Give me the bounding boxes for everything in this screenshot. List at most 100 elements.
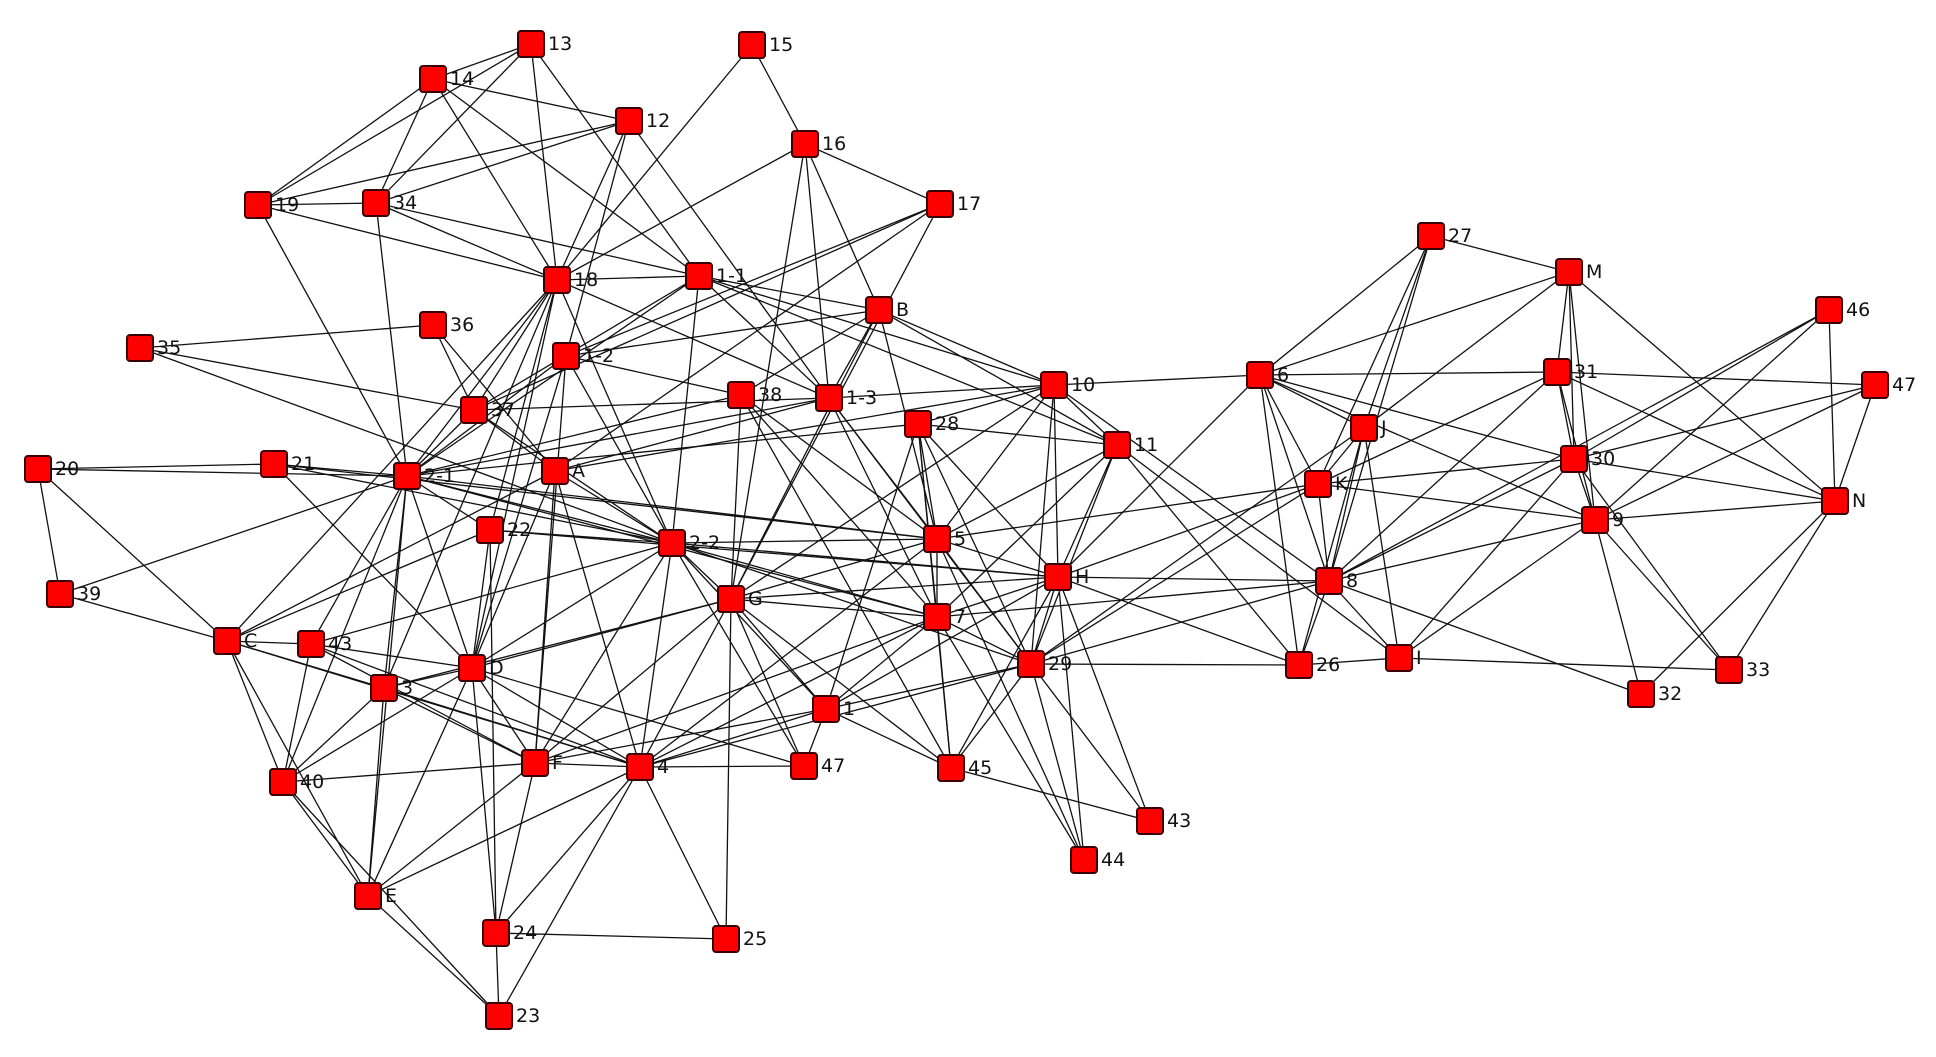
node-6[interactable]: 6	[1246, 361, 1289, 389]
node-39[interactable]: 39	[46, 580, 101, 608]
node-26[interactable]: 26	[1285, 651, 1340, 679]
node-box[interactable]	[1285, 651, 1313, 679]
node-box[interactable]	[904, 410, 932, 438]
node-22[interactable]: 22	[476, 516, 531, 544]
node-box[interactable]	[1417, 222, 1445, 250]
node-21[interactable]: 21	[260, 450, 315, 478]
node-16[interactable]: 16	[791, 130, 846, 158]
node-D[interactable]: D	[458, 654, 504, 682]
node-box[interactable]	[626, 753, 654, 781]
node-7[interactable]: 7	[923, 603, 966, 631]
node-box[interactable]	[1103, 431, 1131, 459]
node-1-1[interactable]: 1-1	[685, 262, 747, 290]
node-box[interactable]	[517, 30, 545, 58]
node-I[interactable]: I	[1385, 644, 1422, 672]
node-8[interactable]: 8	[1315, 567, 1358, 595]
node-box[interactable]	[1581, 506, 1609, 534]
node-43b[interactable]: 43	[1136, 807, 1191, 835]
node-40[interactable]: 40	[269, 768, 324, 796]
node-box[interactable]	[685, 262, 713, 290]
node-box[interactable]	[419, 311, 447, 339]
node-box[interactable]	[260, 450, 288, 478]
node-32[interactable]: 32	[1627, 680, 1682, 708]
node-25[interactable]: 25	[712, 925, 767, 953]
node-box[interactable]	[1861, 371, 1889, 399]
node-2-2[interactable]: 2-2	[658, 529, 720, 557]
node-N[interactable]: N	[1821, 487, 1866, 515]
node-box[interactable]	[482, 919, 510, 947]
node-box[interactable]	[1040, 371, 1068, 399]
node-box[interactable]	[476, 516, 504, 544]
node-box[interactable]	[738, 31, 766, 59]
node-box[interactable]	[213, 627, 241, 655]
node-31[interactable]: 31	[1543, 358, 1598, 386]
node-A[interactable]: A	[541, 457, 585, 485]
node-44[interactable]: 44	[1070, 846, 1125, 874]
node-box[interactable]	[543, 266, 571, 294]
node-box[interactable]	[923, 603, 951, 631]
node-20[interactable]: 20	[24, 455, 79, 483]
node-11[interactable]: 11	[1103, 431, 1158, 459]
node-box[interactable]	[354, 882, 382, 910]
node-box[interactable]	[1627, 680, 1655, 708]
node-30[interactable]: 30	[1560, 445, 1615, 473]
node-1[interactable]: 1	[812, 695, 855, 723]
node-29[interactable]: 29	[1017, 650, 1072, 678]
node-2-1[interactable]: 2-1	[393, 462, 455, 490]
node-46[interactable]: 46	[1815, 296, 1870, 324]
node-1-3[interactable]: 1-3	[815, 384, 877, 412]
node-box[interactable]	[937, 754, 965, 782]
node-14[interactable]: 14	[419, 65, 474, 93]
node-box[interactable]	[362, 189, 390, 217]
node-box[interactable]	[1385, 644, 1413, 672]
node-10[interactable]: 10	[1040, 371, 1095, 399]
node-box[interactable]	[1555, 258, 1583, 286]
node-13[interactable]: 13	[517, 30, 572, 58]
node-box[interactable]	[1715, 656, 1743, 684]
node-5[interactable]: 5	[923, 525, 966, 553]
node-3[interactable]: 3	[370, 674, 413, 702]
node-37[interactable]: 37	[460, 396, 515, 424]
node-box[interactable]	[712, 925, 740, 953]
node-box[interactable]	[1543, 358, 1571, 386]
node-box[interactable]	[1246, 361, 1274, 389]
node-23[interactable]: 23	[485, 1002, 540, 1030]
node-G[interactable]: G	[717, 585, 763, 613]
node-box[interactable]	[1136, 807, 1164, 835]
node-box[interactable]	[1350, 414, 1378, 442]
node-43a[interactable]: 43	[297, 630, 352, 658]
node-box[interactable]	[865, 296, 893, 324]
node-box[interactable]	[791, 130, 819, 158]
node-15[interactable]: 15	[738, 31, 793, 59]
node-box[interactable]	[1044, 563, 1072, 591]
node-box[interactable]	[552, 342, 580, 370]
node-box[interactable]	[541, 457, 569, 485]
node-box[interactable]	[727, 381, 755, 409]
node-box[interactable]	[370, 674, 398, 702]
node-K[interactable]: K	[1304, 470, 1348, 498]
node-E[interactable]: E	[354, 882, 397, 910]
node-box[interactable]	[419, 65, 447, 93]
node-box[interactable]	[126, 334, 154, 362]
node-12[interactable]: 12	[615, 107, 670, 135]
node-box[interactable]	[521, 749, 549, 777]
node-47a[interactable]: 47	[790, 752, 845, 780]
node-box[interactable]	[790, 752, 818, 780]
node-B[interactable]: B	[865, 296, 909, 324]
node-28[interactable]: 28	[904, 410, 959, 438]
node-box[interactable]	[1070, 846, 1098, 874]
node-box[interactable]	[485, 1002, 513, 1030]
node-C[interactable]: C	[213, 627, 257, 655]
node-box[interactable]	[393, 462, 421, 490]
node-box[interactable]	[1821, 487, 1849, 515]
node-box[interactable]	[244, 191, 272, 219]
node-35[interactable]: 35	[126, 334, 181, 362]
node-box[interactable]	[1304, 470, 1332, 498]
node-F[interactable]: F	[521, 749, 563, 777]
node-1-2[interactable]: 1-2	[552, 342, 614, 370]
node-box[interactable]	[926, 190, 954, 218]
node-box[interactable]	[923, 525, 951, 553]
node-18[interactable]: 18	[543, 266, 598, 294]
node-box[interactable]	[46, 580, 74, 608]
node-box[interactable]	[1017, 650, 1045, 678]
